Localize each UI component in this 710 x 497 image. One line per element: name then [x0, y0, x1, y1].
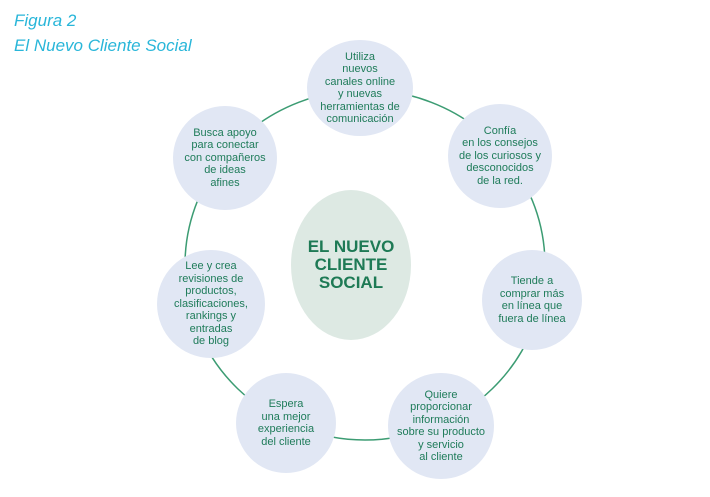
cycle-node-channels: Utiliza nuevos canales online y nuevas h…: [307, 40, 413, 136]
cycle-node-provide-info: Quiere proporcionar información sobre su…: [388, 373, 494, 479]
cycle-node-text: Tiende a comprar más en línea que fuera …: [498, 275, 566, 325]
center-node: EL NUEVO CLIENTE SOCIAL: [291, 190, 411, 340]
cycle-node-text: Confía en los consejos de los curiosos y…: [459, 124, 541, 187]
figure-number: Figura 2: [14, 11, 77, 30]
cycle-node-online-buying: Tiende a comprar más en línea que fuera …: [482, 250, 582, 350]
cycle-node-trust: Confía en los consejos de los curiosos y…: [448, 104, 552, 208]
center-title: EL NUEVO CLIENTE SOCIAL: [307, 237, 395, 292]
cycle-node-peer-support: Busca apoyo para conectar con compañeros…: [173, 106, 277, 210]
cycle-node-text: Busca apoyo para conectar con compañeros…: [184, 126, 266, 189]
figure-title: El Nuevo Cliente Social: [14, 36, 192, 55]
cycle-node-experience: Espera una mejor experiencia del cliente: [236, 373, 336, 473]
cycle-node-reviews: Lee y crea revisiones de productos, clas…: [157, 250, 265, 358]
cycle-node-text: Quiere proporcionar información sobre su…: [396, 388, 486, 464]
cycle-node-text: Lee y crea revisiones de productos, clas…: [174, 260, 248, 348]
cycle-node-text: Utiliza nuevos canales online y nuevas h…: [320, 50, 400, 126]
cycle-node-text: Espera una mejor experiencia del cliente: [257, 398, 315, 448]
